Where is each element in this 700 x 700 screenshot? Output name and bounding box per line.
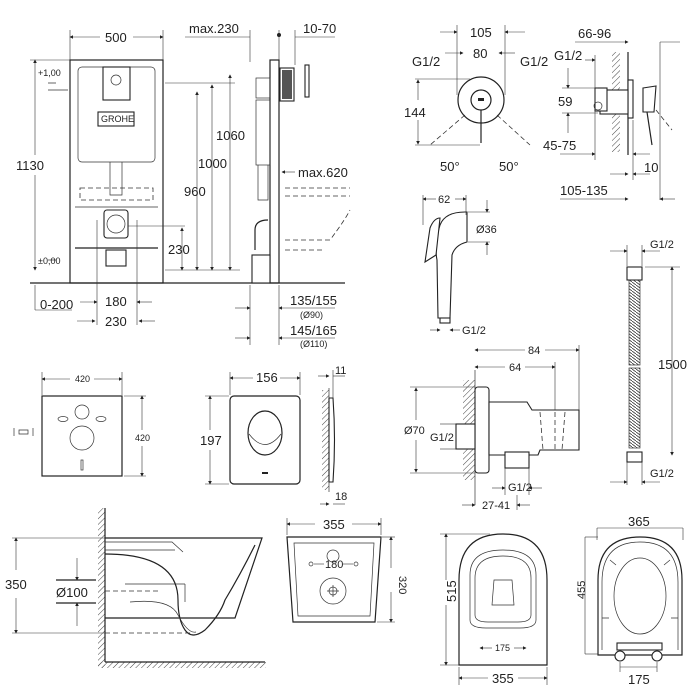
dim-max-620: max.620 (298, 165, 348, 180)
dim-plate-width: 156 (256, 370, 278, 385)
dim-45-75: 45-75 (543, 138, 576, 153)
dim-top-length: 515 (444, 580, 459, 602)
dim-pipe-110: 145/165 (290, 323, 337, 338)
bowl-back-dimensions: 355 180 320 (286, 517, 408, 623)
dim-elbow-thread-inlet: G1/2 (430, 432, 454, 444)
dim-back-bolt-180: 180 (325, 559, 343, 571)
dim-66-96: 66-96 (578, 26, 611, 41)
dim-panel-height: 420 (135, 433, 150, 443)
dim-seat-length: 455 (576, 581, 588, 599)
hand-shower-view (424, 211, 468, 324)
dim-outlet-dia: Ø100 (56, 585, 88, 600)
dim-pipe-90: 135/155 (290, 293, 337, 308)
dim-mixer-144: 144 (404, 105, 426, 120)
dim-elbow-84: 84 (528, 345, 540, 357)
flush-plate-dimensions: 156 197 11 18 (200, 365, 347, 506)
dim-top-bolt-175: 175 (495, 643, 510, 653)
mixer-side-view (593, 52, 673, 155)
dim-shower-36: Ø36 (476, 224, 497, 236)
level-plus-1: +1,00 (38, 68, 61, 78)
dim-max-230: max.230 (189, 21, 239, 36)
sound-panel-dimensions: 420 420 (41, 372, 150, 477)
dim-floor-adjust: 0-200 (40, 297, 73, 312)
dim-plate-11: 11 (335, 365, 346, 377)
dim-height-1000: 1000 (198, 156, 227, 171)
hose-dimensions: G1/2 1500 G1/2 (610, 239, 687, 485)
frame-front-view: GROHE (30, 59, 345, 284)
dim-bowl-height: 350 (5, 577, 27, 592)
dim-height-960: 960 (184, 184, 206, 199)
seat-dimensions: 365 455 175 (576, 514, 684, 687)
dim-seat-width: 365 (628, 514, 650, 529)
dim-angle-left: 50° (440, 159, 460, 174)
dim-hose-thread-bottom: G1/2 (650, 468, 674, 480)
bowl-side-view (98, 508, 266, 668)
sound-panel-view (13, 395, 123, 477)
wall-elbow-view (455, 370, 580, 505)
dim-height-1130: 1130 (16, 158, 44, 173)
dim-59: 59 (558, 94, 572, 109)
dim-plate-18: 18 (335, 491, 347, 503)
dim-elbow-70: Ø70 (404, 425, 425, 437)
mixer-front-view (429, 76, 531, 146)
dim-back-height: 320 (396, 576, 408, 594)
dim-thread-right: G1/2 (520, 54, 548, 69)
flush-plate-view (229, 388, 336, 492)
bowl-back-view (286, 536, 382, 623)
dim-angle-right: 50° (499, 159, 519, 174)
dim-elbow-64: 64 (509, 362, 521, 374)
dim-panel-width: 420 (75, 374, 90, 384)
dim-back-width: 355 (323, 517, 345, 532)
dim-shower-62: 62 (438, 194, 450, 206)
dim-plate-height: 197 (200, 433, 222, 448)
logo-text: GROHE (101, 114, 134, 124)
dim-shower-thread: G1/2 (462, 325, 486, 337)
dim-pipe-110-dia: (Ø110) (300, 339, 327, 349)
bowl-top-dimensions: 515 175 355 (440, 533, 548, 686)
dim-hose-1500: 1500 (658, 357, 687, 372)
mixer-front-dimensions: 105 80 G1/2 G1/2 144 50° 50° (404, 25, 548, 174)
dim-10: 10 (644, 160, 658, 175)
frame-dimensions: 500 1130 +1,00 ±0,00 1060 1000 960 230 0… (16, 30, 245, 329)
frame-side-dimensions: max.230 10-70 max.620 135/155 (Ø90) 145/… (185, 21, 348, 349)
dim-mixer-105: 105 (470, 25, 492, 40)
dim-frame-width: 500 (105, 30, 127, 45)
dim-bolt-180: 180 (105, 294, 127, 309)
dim-seat-hinge-175: 175 (628, 672, 650, 687)
grohe-logo (97, 111, 135, 127)
hose-view (626, 266, 643, 463)
hand-shower-dimensions: 62 Ø36 G1/2 (422, 194, 497, 337)
dim-elbow-thread-outlet: G1/2 (508, 482, 532, 494)
seat-top-view (597, 536, 683, 662)
level-zero: ±0,00 (38, 256, 60, 266)
dim-drain-230: 230 (168, 242, 190, 257)
dim-elbow-27-41: 27-41 (482, 500, 510, 512)
dim-thread-side: G1/2 (554, 48, 582, 63)
dim-105-135: 105-135 (560, 183, 608, 198)
dim-bolt-230: 230 (105, 314, 127, 329)
dim-thread-left: G1/2 (412, 54, 440, 69)
frame-side-view (249, 59, 351, 345)
dim-10-70: 10-70 (303, 21, 336, 36)
dim-height-1060: 1060 (216, 128, 245, 143)
dim-top-width: 355 (492, 671, 514, 686)
bowl-top-view (458, 533, 548, 666)
mixer-side-dimensions: 66-96 G1/2 59 45-75 10 105-135 (543, 26, 680, 201)
wall-elbow-dimensions: 84 64 Ø70 G1/2 G1/2 27-41 (404, 345, 580, 512)
dim-pipe-90-dia: (Ø90) (300, 310, 323, 320)
bowl-side-dimensions: 350 Ø100 (5, 537, 105, 634)
dim-mixer-80: 80 (473, 46, 487, 61)
dim-hose-thread-top: G1/2 (650, 239, 674, 251)
